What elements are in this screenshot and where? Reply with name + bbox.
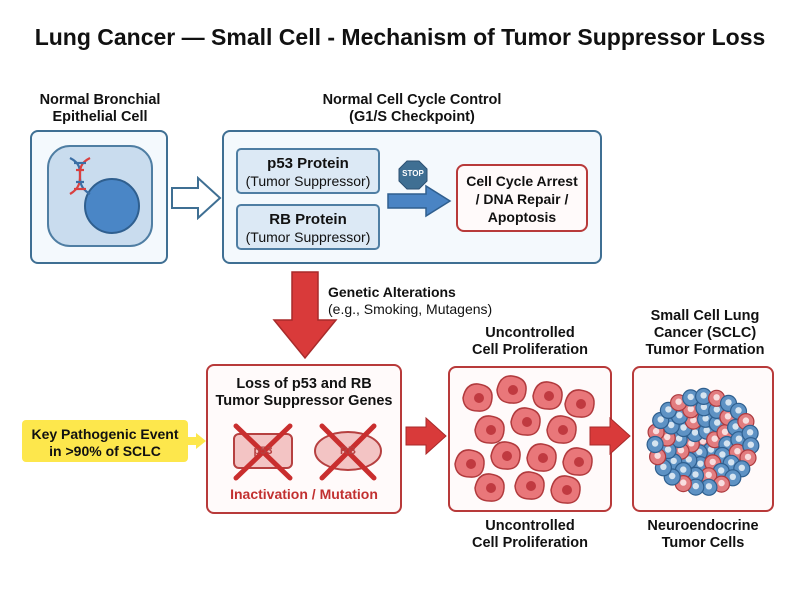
blue-arrow-right-icon (387, 184, 452, 218)
tumor-cell-shape (490, 441, 521, 470)
normal-cell-heading-line1: Normal Bronchial (39, 92, 161, 108)
diagram-title: Lung Cancer — Small Cell - Mechanism of … (34, 24, 766, 50)
proliferation-caption: Uncontrolled Cell Proliferation (448, 518, 612, 552)
tumor-cell-shape (454, 449, 485, 478)
genetic-alterations-title: Genetic Alterations (328, 284, 456, 300)
tumor-cell-shape (550, 475, 581, 504)
inactivated-genes-illustration (233, 423, 382, 481)
p53-protein-box: p53 Protein (Tumor Suppressor) (236, 148, 380, 194)
tumor-box (632, 366, 774, 512)
red-arrow-right-icon (405, 416, 447, 456)
loss-heading: Loss of p53 and RB Tumor Suppressor Gene… (208, 376, 400, 410)
tumor-cell-shape (564, 389, 595, 418)
tumor-cell-shape (496, 375, 527, 404)
tumor-caption-line1: Neuroendocrine (647, 518, 759, 534)
tumor-cell-shape (510, 407, 541, 436)
stop-sign-label: STOP (402, 169, 424, 178)
proliferation-heading: Uncontrolled Cell Proliferation (448, 325, 612, 359)
tumor-heading: Small Cell Lung Cancer (SCLC) Tumor Form… (630, 308, 780, 359)
tumor-cell-shape (532, 381, 563, 410)
epithelial-cell-illustration (47, 145, 153, 247)
red-arrow-right-icon-2 (589, 416, 631, 456)
proliferation-heading-line1: Uncontrolled (485, 325, 575, 341)
p53-protein-role: (Tumor Suppressor) (245, 173, 371, 189)
proliferation-caption-line1: Uncontrolled (485, 518, 575, 534)
tumor-cell-shape (546, 415, 577, 444)
checkpoint-heading-line1: Normal Cell Cycle Control (322, 92, 502, 108)
normal-cell-heading-line2: Epithelial Cell (52, 109, 148, 125)
dna-helix-icon (69, 157, 91, 195)
outcome-line3: Apoptosis (487, 209, 557, 225)
rb-protein-role: (Tumor Suppressor) (245, 229, 371, 245)
stop-sign-icon (398, 160, 428, 190)
red-arrow-down-icon (272, 271, 338, 360)
genetic-alterations-note: Genetic Alterations (e.g., Smoking, Muta… (328, 284, 568, 318)
p53-protein-name: p53 Protein (267, 155, 349, 172)
rb-gene-crossed-icon (314, 423, 382, 481)
p53-gene-label: p53 (253, 445, 273, 457)
proliferation-heading-line2: Cell Proliferation (471, 342, 589, 358)
genetic-alterations-subtitle: (e.g., Smoking, Mutagens) (328, 301, 493, 317)
key-event-line2: in >90% of SCLC (49, 443, 161, 459)
key-event-line1: Key Pathogenic Event (31, 426, 179, 442)
tumor-caption-line2: Tumor Cells (661, 535, 745, 551)
checkpoint-heading: Normal Cell Cycle Control (G1/S Checkpoi… (222, 92, 602, 126)
cell-cycle-arrest-box: Cell Cycle Arrest / DNA Repair / Apoptos… (456, 164, 588, 232)
outcome-line1: Cell Cycle Arrest (466, 173, 578, 189)
loss-heading-line1: Loss of p53 and RB (236, 376, 372, 392)
hollow-arrow-right-icon (171, 176, 222, 220)
rb-protein-box: RB Protein (Tumor Suppressor) (236, 204, 380, 250)
tumor-cell-shape (462, 383, 493, 412)
tumor-caption: Neuroendocrine Tumor Cells (630, 518, 776, 552)
inactivation-mutation-label: Inactivation / Mutation (230, 486, 378, 502)
normal-cell-box (30, 130, 168, 264)
tumor-cell-shape (474, 473, 505, 502)
proliferation-box (448, 366, 612, 512)
rb-protein-name: RB Protein (269, 211, 347, 228)
tumor-heading-line1: Small Cell Lung (650, 308, 760, 324)
tumor-cell-shape (526, 443, 557, 472)
tumor-heading-line2: Cancer (SCLC) (653, 325, 757, 341)
sclc-tumor-cluster-illustration (646, 387, 760, 496)
tumor-suppressor-loss-box: Loss of p53 and RB Tumor Suppressor Gene… (206, 364, 402, 514)
rb-gene-label: RB (340, 445, 356, 457)
tumor-cell-shape (562, 447, 593, 476)
key-event-badge: Key Pathogenic Event in >90% of SCLC (22, 420, 188, 462)
loss-heading-line2: Tumor Suppressor Genes (215, 393, 393, 409)
checkpoint-heading-line2: (G1/S Checkpoint) (349, 109, 475, 125)
proliferation-caption-line2: Cell Proliferation (471, 535, 589, 551)
nucleus-shape (84, 178, 140, 234)
proliferating-cells-illustration (454, 375, 595, 504)
checkpoint-box: p53 Protein (Tumor Suppressor) RB Protei… (222, 130, 602, 264)
tumor-cell-shape (514, 471, 545, 500)
yellow-arrow-right-icon (188, 433, 206, 449)
normal-cell-heading: Normal Bronchial Epithelial Cell (20, 92, 180, 126)
tumor-cell-shape (474, 415, 505, 444)
p53-gene-crossed-icon (233, 423, 293, 481)
outcome-line2: / DNA Repair / (475, 191, 569, 207)
tumor-heading-line3: Tumor Formation (645, 342, 765, 358)
